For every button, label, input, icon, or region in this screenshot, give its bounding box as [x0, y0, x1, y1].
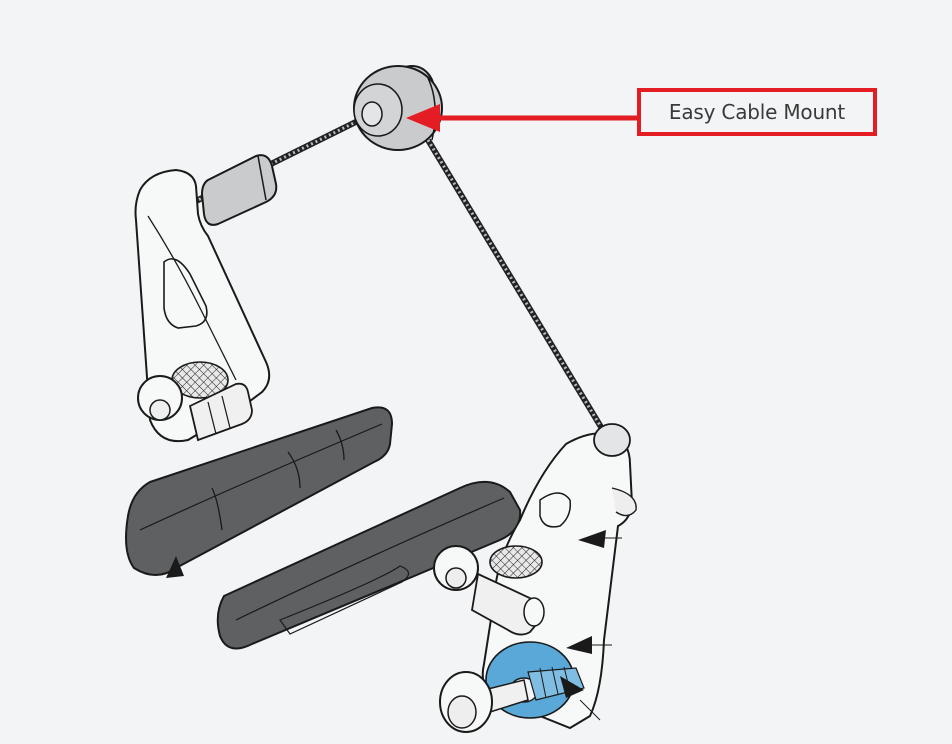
left-brake-arm	[134, 168, 271, 442]
cable-end-barrel	[200, 154, 278, 226]
callout-box: Easy Cable Mount	[637, 88, 877, 136]
callout-leader-arrow	[406, 104, 637, 132]
pointer-arrow-icon	[578, 530, 606, 548]
left-brake-pad	[125, 406, 394, 578]
pointer-arrow-icon	[560, 676, 584, 698]
pointer-arrow-icon	[566, 636, 592, 654]
pointer-arrow-icon	[166, 556, 184, 578]
arrow-head-icon	[406, 104, 440, 132]
right-brake-pad	[216, 481, 522, 650]
cable-mount-hub	[353, 65, 443, 151]
callout-label: Easy Cable Mount	[668, 100, 846, 124]
mounting-bolt	[439, 641, 601, 733]
